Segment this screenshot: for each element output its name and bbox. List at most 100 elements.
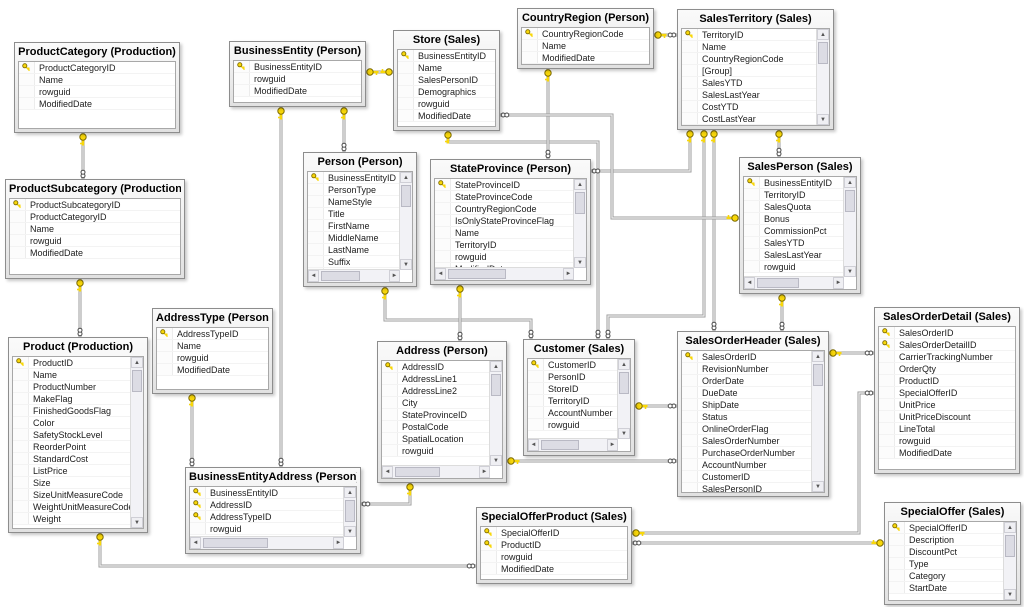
horizontal-scrollbar[interactable]: ◄► <box>435 267 574 280</box>
table-column-row[interactable]: TerritoryID <box>528 395 618 407</box>
table-column-row[interactable]: SalesPersonID <box>682 483 812 492</box>
horizontal-scroll-thumb[interactable] <box>203 538 268 548</box>
relationship-SalesTerritory-SalesOrderHeader[interactable] <box>710 130 718 331</box>
vertical-scrollbar[interactable]: ▲▼ <box>399 172 412 270</box>
table-column-row[interactable]: SpecialOfferID <box>481 527 627 539</box>
table-column-row[interactable]: Status <box>682 411 812 423</box>
table-column-row[interactable]: DiscountPct <box>889 546 1004 558</box>
vertical-scrollbar[interactable]: ▲▼ <box>130 357 143 528</box>
table-column-row[interactable]: Name <box>522 40 649 52</box>
relationship-Address-SalesOrderHeader[interactable] <box>507 457 677 465</box>
table-column-row[interactable]: ProductNumber <box>13 381 131 393</box>
scroll-down-arrow[interactable]: ▼ <box>812 481 824 492</box>
table-column-row[interactable]: SpecialOfferID <box>889 522 1004 534</box>
horizontal-scroll-thumb[interactable] <box>321 271 360 281</box>
relationship-ProductSubcategory-Product[interactable] <box>76 279 84 337</box>
relationship-Store-Customer[interactable] <box>444 131 601 339</box>
table-column-row[interactable]: AddressTypeID <box>157 328 268 340</box>
scroll-left-arrow[interactable]: ◄ <box>190 537 201 549</box>
scroll-down-arrow[interactable]: ▼ <box>618 428 630 439</box>
table-column-row[interactable]: TerritoryID <box>682 29 817 41</box>
table-column-row[interactable]: SalesYTD <box>682 77 817 89</box>
table-column-row[interactable]: AccountNumber <box>682 459 812 471</box>
table-column-row[interactable]: PersonType <box>308 184 400 196</box>
table-title[interactable]: Product (Production) <box>23 341 133 353</box>
relationship-AddressType-BusinessEntityAddress[interactable] <box>188 394 196 467</box>
table-column-row[interactable]: rowguid <box>435 251 574 263</box>
table-column-row[interactable]: StateProvinceID <box>435 179 574 191</box>
table-title[interactable]: Person (Person) <box>317 156 403 168</box>
table-column-row[interactable]: MakeFlag <box>13 393 131 405</box>
relationship-CountryRegion-SalesTerritory[interactable] <box>654 31 677 39</box>
table-column-row[interactable]: rowguid <box>528 419 618 431</box>
table-column-row[interactable]: ModifiedDate <box>481 563 627 575</box>
table-title[interactable]: BusinessEntity (Person) <box>233 45 362 57</box>
relationship-Address-BusinessEntityAddress[interactable] <box>361 483 414 507</box>
table-column-row[interactable]: rowguid <box>382 445 490 457</box>
table-title[interactable]: Customer (Sales) <box>533 343 625 355</box>
table-column-row[interactable]: ModifiedDate <box>398 110 495 122</box>
table-column-row[interactable]: TerritoryID <box>744 189 844 201</box>
scroll-up-arrow[interactable]: ▲ <box>618 359 630 370</box>
relationship-ProductCategory-ProductSubcategory[interactable] <box>79 133 87 179</box>
table-column-row[interactable]: rowguid <box>744 261 844 273</box>
table-column-row[interactable]: OnlineOrderFlag <box>682 423 812 435</box>
table-title[interactable]: StateProvince (Person) <box>449 163 572 175</box>
horizontal-scrollbar[interactable]: ◄► <box>190 536 344 549</box>
scroll-right-arrow[interactable]: ► <box>833 277 844 289</box>
scroll-down-arrow[interactable]: ▼ <box>490 455 502 466</box>
vertical-scrollbar[interactable]: ▲▼ <box>843 177 856 277</box>
table-column-row[interactable]: Type <box>889 558 1004 570</box>
table-column-row[interactable]: LastName <box>308 244 400 256</box>
table-column-row[interactable]: Title <box>308 208 400 220</box>
table-title[interactable]: Address (Person) <box>396 345 488 357</box>
scroll-down-arrow[interactable]: ▼ <box>344 526 356 537</box>
table-column-row[interactable]: AddressLine2 <box>382 385 490 397</box>
table-column-row[interactable]: CostLastYear <box>682 113 817 125</box>
table-column-row[interactable]: rowguid <box>481 551 627 563</box>
table-column-row[interactable]: ModifiedDate <box>522 52 649 64</box>
table-column-row[interactable]: SalesPersonID <box>398 74 495 86</box>
table-title[interactable]: SpecialOffer (Sales) <box>900 506 1005 518</box>
table-column-row[interactable]: Name <box>682 41 817 53</box>
table-column-row[interactable]: AddressID <box>190 499 344 511</box>
table-column-row[interactable]: Category <box>889 570 1004 582</box>
vertical-scrollbar[interactable]: ▲▼ <box>617 359 630 439</box>
table-column-row[interactable]: ProductID <box>481 539 627 551</box>
table-column-row[interactable]: Name <box>435 227 574 239</box>
vertical-scroll-thumb[interactable] <box>813 364 823 386</box>
relationship-Person-Customer[interactable] <box>381 287 534 339</box>
scroll-up-arrow[interactable]: ▲ <box>812 351 824 362</box>
scroll-down-arrow[interactable]: ▼ <box>817 114 829 125</box>
scroll-right-arrow[interactable]: ► <box>333 537 344 549</box>
table-column-row[interactable]: CostYTD <box>682 101 817 113</box>
table-column-row[interactable]: rowguid <box>398 98 495 110</box>
table-column-row[interactable]: AddressLine1 <box>382 373 490 385</box>
table-column-row[interactable]: AccountNumber <box>528 407 618 419</box>
scroll-left-arrow[interactable]: ◄ <box>382 466 393 478</box>
table-title[interactable]: BusinessEntityAddress (Person) <box>189 471 357 483</box>
scroll-up-arrow[interactable]: ▲ <box>1004 522 1016 533</box>
scroll-right-arrow[interactable]: ► <box>607 439 618 451</box>
table-column-row[interactable]: ModifiedDate <box>19 98 175 110</box>
table-column-row[interactable]: City <box>382 397 490 409</box>
table-column-row[interactable]: UnitPriceDiscount <box>879 411 1015 423</box>
vertical-scrollbar[interactable]: ▲▼ <box>816 29 829 125</box>
vertical-scrollbar[interactable]: ▲▼ <box>573 179 586 268</box>
scroll-down-arrow[interactable]: ▼ <box>844 266 856 277</box>
table-column-row[interactable]: OrderQty <box>879 363 1015 375</box>
table-column-row[interactable]: StandardCost <box>13 453 131 465</box>
table-column-row[interactable]: StartDate <box>889 582 1004 594</box>
table-column-row[interactable]: Bonus <box>744 213 844 225</box>
scroll-left-arrow[interactable]: ◄ <box>528 439 539 451</box>
relationship-SalesTerritory-StateProvince[interactable] <box>591 130 694 174</box>
table-column-row[interactable]: CountryRegionCode <box>435 203 574 215</box>
table-column-row[interactable]: ProductID <box>879 375 1015 387</box>
horizontal-scroll-thumb[interactable] <box>395 467 441 477</box>
vertical-scroll-thumb[interactable] <box>491 374 501 396</box>
table-title[interactable]: ProductCategory (Production) <box>18 46 176 58</box>
table-column-row[interactable]: CountryRegionCode <box>682 53 817 65</box>
table-column-row[interactable]: Demographics <box>398 86 495 98</box>
scroll-left-arrow[interactable]: ◄ <box>308 270 319 282</box>
table-column-row[interactable]: BusinessEntityID <box>744 177 844 189</box>
